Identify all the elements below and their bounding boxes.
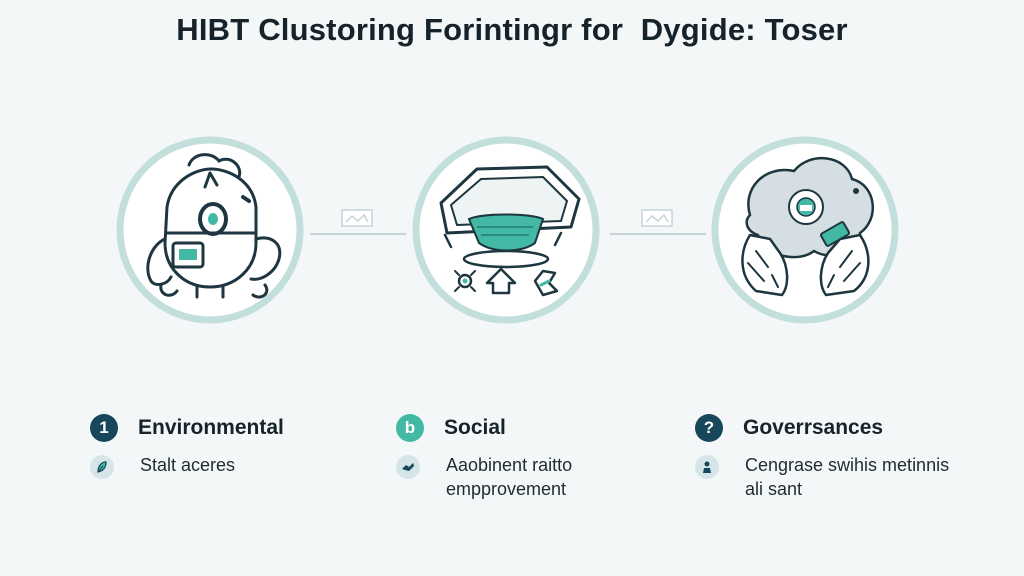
pillar-detail: Stalt aceres (140, 453, 360, 477)
connector-arrow (310, 204, 406, 244)
step-number-badge: ? (695, 414, 723, 442)
hands-holding-badge-icon (711, 136, 899, 324)
governance-illustration (710, 135, 900, 325)
hands-icon (396, 455, 420, 479)
pillar-detail: Aaobinent raitto empprovement (446, 453, 666, 501)
detail-line: ali sant (745, 479, 803, 499)
pillar-heading: Goverrsances (743, 416, 884, 439)
social-illustration (411, 135, 601, 325)
pillar-heading: Social (444, 416, 506, 439)
person-icon (695, 455, 719, 479)
detail-line: Aaobinent raitto (446, 455, 573, 475)
page-title: HIBT Clustoring Forintingr for Dygide: T… (176, 12, 848, 47)
pillar-social: b Social Aaobinent raitto empprovement (396, 412, 676, 501)
pillar-detail: Cengrase swihis metinnis ali sant (745, 453, 965, 501)
leaf-icon (90, 455, 114, 479)
pillow-with-arrows-icon (412, 136, 600, 324)
face-with-monitor-icon (116, 136, 304, 324)
pillar-heading: Environmental (138, 416, 284, 439)
detail-line: Cengrase swihis metinnis (745, 455, 950, 475)
environmental-illustration (115, 135, 305, 325)
pillar-environmental: 1 Environmental Stalt aceres (90, 412, 370, 479)
detail-line: Stalt aceres (140, 455, 236, 475)
detail-line: empprovement (446, 479, 567, 499)
step-number-badge: b (396, 414, 424, 442)
connector-arrow (610, 204, 706, 244)
pillar-governance: ? Goverrsances Cengrase swihis metinnis … (695, 412, 975, 501)
step-number-badge: 1 (90, 414, 118, 442)
